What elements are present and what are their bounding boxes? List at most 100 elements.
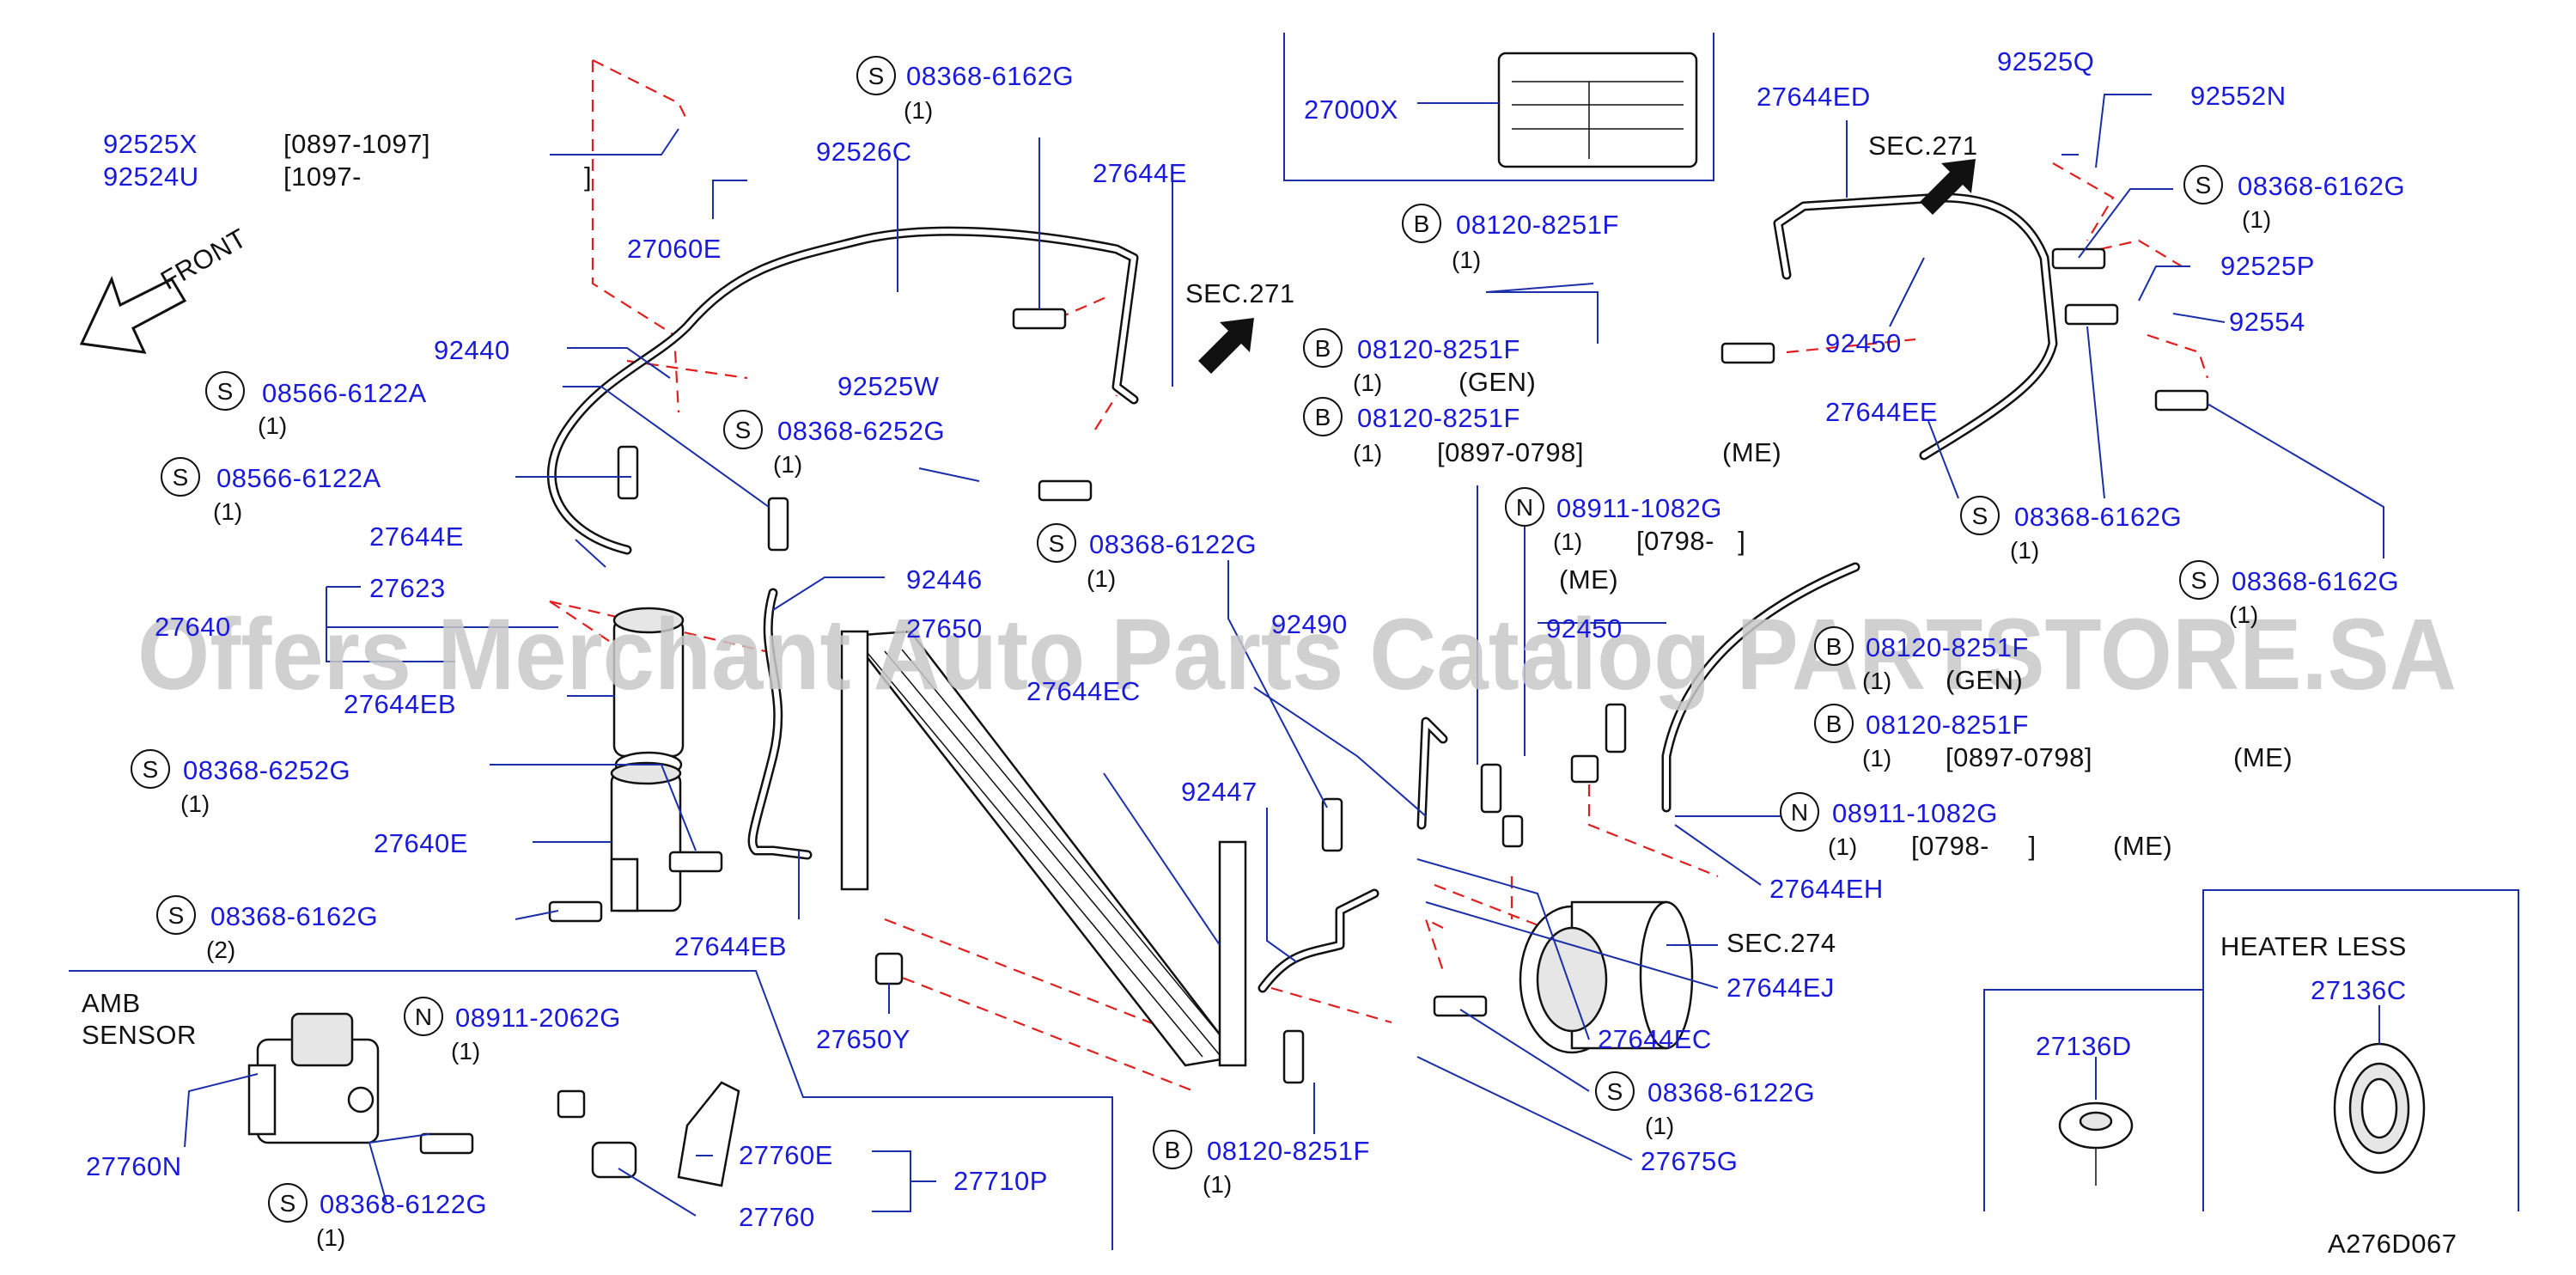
fastener-part[interactable]: 08566-6122A <box>216 463 381 493</box>
fastener-callout[interactable]: S 08368-6162G (2) <box>156 895 378 963</box>
fastener-callout[interactable]: S 08566-6122A (1) <box>205 371 427 439</box>
part-label[interactable]: 27760E <box>739 1140 833 1170</box>
part-label[interactable]: 92440 <box>434 335 510 365</box>
part-label[interactable]: 27644EH <box>1769 874 1884 904</box>
part-label[interactable]: 27644EC <box>1026 676 1141 706</box>
fastener-part[interactable]: 08911-1082G <box>1556 493 1722 523</box>
part-label[interactable]: 27136C <box>2311 975 2407 1005</box>
fastener-prefix: S <box>1607 1078 1623 1105</box>
assembly-dashes <box>549 59 2209 1093</box>
part-label[interactable]: 92446 <box>906 564 983 595</box>
part-label[interactable]: 27640E <box>374 828 468 858</box>
part-label[interactable]: 27760N <box>86 1151 182 1181</box>
fastener-qty: (1) <box>1645 1113 1674 1139</box>
fastener-part[interactable]: 08120-8251F <box>1207 1136 1370 1166</box>
part-label[interactable]: 92526C <box>816 137 912 167</box>
part-label[interactable]: 27650Y <box>816 1024 910 1054</box>
fastener-qty: (1) <box>1452 247 1481 273</box>
fastener-part[interactable]: 08368-6162G <box>2238 171 2405 201</box>
part-label[interactable]: 27710P <box>953 1166 1048 1196</box>
fastener-callout[interactable]: N 08911-2062G (1) <box>404 997 621 1065</box>
note-row2-part[interactable]: 92524U <box>103 162 199 192</box>
fastener-callout[interactable]: N 08911-1082G (1) [0798- ] (ME) <box>1780 792 2172 861</box>
fastener-callout[interactable]: S 08368-6122G (1) <box>268 1183 487 1251</box>
fastener-callout[interactable]: S 08368-6162G (1) <box>1960 496 2182 564</box>
part-label[interactable]: 92450 <box>1546 613 1623 644</box>
fastener-callout[interactable]: S 08368-6122G (1) <box>1595 1071 1815 1139</box>
part-label[interactable]: 27644EB <box>344 689 456 719</box>
fastener-callout[interactable]: S 08368-6162G (1) <box>2179 560 2399 628</box>
fastener-part[interactable]: 08120-8251F <box>1866 710 2029 740</box>
fastener-callout[interactable]: S 08368-6162G (1) <box>856 56 1074 124</box>
part-label[interactable]: 27060E <box>627 234 722 264</box>
fastener-callout[interactable]: B 08120-8251F (1) (GEN) <box>1303 328 1536 397</box>
fastener-part[interactable]: 08368-6252G <box>183 755 350 785</box>
part-label[interactable]: 27644EE <box>1825 397 1938 427</box>
fastener-part[interactable]: 08120-8251F <box>1357 403 1520 433</box>
part-label[interactable]: 27760 <box>739 1202 815 1232</box>
fastener-callout[interactable]: B 08120-8251F (1) (GEN) <box>1814 626 2029 695</box>
part-label[interactable]: 92447 <box>1181 777 1258 807</box>
watermark: Offers Merchant Auto Parts Catalog PARTS… <box>137 598 2457 711</box>
part-label[interactable]: 27623 <box>369 573 446 603</box>
lead-27644EE <box>1927 420 1959 499</box>
sec271-label-left[interactable]: SEC.271 <box>1185 278 1295 308</box>
fastener-callout[interactable]: B 08120-8251F (1) [0897-0798] (ME) <box>1303 397 1781 467</box>
part-label[interactable]: 92525P <box>2220 251 2315 281</box>
fastener-callout[interactable]: B 08120-8251F (1) <box>1153 1130 1370 1198</box>
part-label[interactable]: 92525Q <box>1997 46 2094 76</box>
fastener-callout[interactable]: N 08911-1082G (1) [0798- ] (ME) <box>1505 487 1745 595</box>
part-label[interactable]: 27640 <box>155 612 231 642</box>
part-label[interactable]: 27000X <box>1304 95 1398 125</box>
fastener-callout[interactable]: B 08120-8251F (1) <box>1402 204 1619 273</box>
part-label[interactable]: 92554 <box>2229 307 2305 337</box>
part-label[interactable]: 27650 <box>906 613 983 644</box>
part-label[interactable]: 27644EJ <box>1726 973 1835 1003</box>
fastener-callout[interactable]: S 08368-6252G (1) <box>723 410 945 478</box>
part-label[interactable]: 27644E <box>369 522 464 552</box>
fastener-callout[interactable]: S 08368-6162G (1) <box>2183 165 2405 233</box>
fastener-part[interactable]: 08911-2062G <box>455 1003 621 1033</box>
lead-92490 <box>1253 686 1427 817</box>
front-arrow-icon <box>79 275 187 354</box>
part-label[interactable]: 27644EB <box>674 931 787 961</box>
fastener-note: (ME) <box>2113 831 2172 861</box>
fastener-callout[interactable]: S 08368-6252G (1) <box>131 749 350 817</box>
part-label[interactable]: 27644ED <box>1757 82 1871 112</box>
lead-f18 <box>1459 1009 1590 1092</box>
note-row1-part[interactable]: 92525X <box>103 129 198 159</box>
part-label[interactable]: 27136D <box>2036 1031 2132 1061</box>
amb-sensor-27760N <box>247 1012 380 1144</box>
fastener-part[interactable]: 08368-6122G <box>320 1189 487 1219</box>
part-label[interactable]: 27644EC <box>1598 1024 1712 1054</box>
part-label[interactable]: 92525W <box>837 371 940 401</box>
fastener-part[interactable]: 08368-6252G <box>777 416 945 446</box>
fastener-part[interactable]: 08120-8251F <box>1866 632 2029 662</box>
lead-f4 <box>918 467 980 482</box>
fastener-part[interactable]: 08911-1082G <box>1832 798 1998 828</box>
part-label[interactable]: 92490 <box>1271 609 1348 639</box>
fastener-part[interactable]: 08368-6162G <box>2232 566 2399 596</box>
fastener-part[interactable]: 08368-6122G <box>1647 1077 1815 1107</box>
part-label[interactable]: 27644E <box>1093 158 1187 188</box>
fastener-qty: (1) <box>451 1038 480 1065</box>
fastener-part[interactable]: 08566-6122A <box>262 378 427 408</box>
lead-27760N <box>184 1073 259 1148</box>
part-label[interactable]: 92450 <box>1825 328 1902 358</box>
fastener-part[interactable]: 08120-8251F <box>1456 210 1619 240</box>
sec274-label[interactable]: SEC.274 <box>1726 928 1836 958</box>
fastener-part[interactable]: 08120-8251F <box>1357 334 1520 364</box>
fastener-part[interactable]: 08368-6162G <box>2014 502 2182 532</box>
fastener-callout[interactable]: S 08368-6122G (1) <box>1037 523 1257 592</box>
fastener-callout[interactable]: S 08566-6122A (1) <box>161 457 381 525</box>
part-label[interactable]: 27675G <box>1641 1146 1738 1176</box>
fastener-part[interactable]: 08368-6162G <box>906 61 1074 91</box>
fastener-prefix: S <box>735 417 752 443</box>
part-label[interactable]: 92552N <box>2190 81 2287 111</box>
fastener-callout[interactable]: B 08120-8251F (1) [0897-0798] (ME) <box>1814 704 2293 772</box>
fastener-part[interactable]: 08368-6162G <box>210 901 378 931</box>
sec271-label-right[interactable]: SEC.271 <box>1868 131 1978 161</box>
fastener-part[interactable]: 08368-6122G <box>1089 529 1257 559</box>
fastener-note: (ME) <box>1559 564 1618 595</box>
fastener-qty: (1) <box>1553 528 1582 555</box>
